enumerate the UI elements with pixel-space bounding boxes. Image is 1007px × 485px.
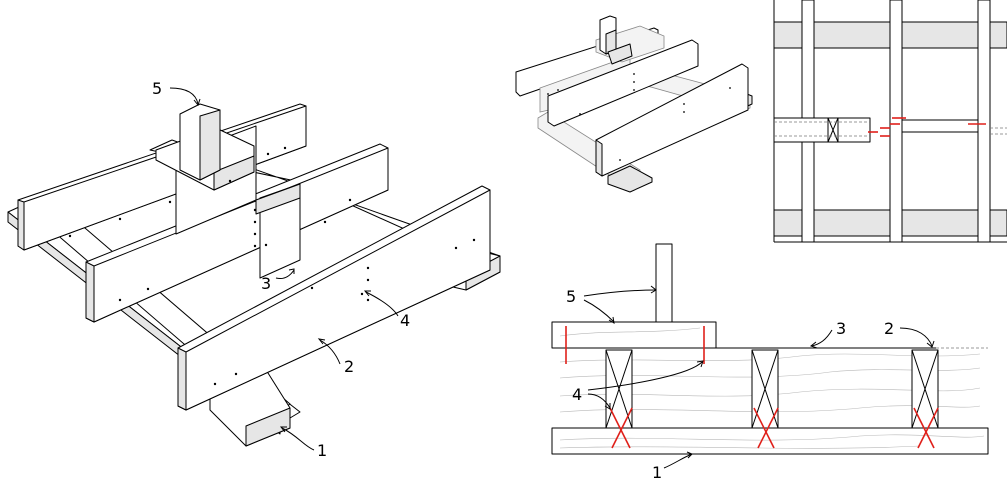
- fastener-dots: [68, 146, 476, 386]
- main-callout-1: 1: [317, 441, 327, 460]
- section-callout-3: 3: [836, 319, 846, 338]
- section-view: 5 3 2 4 1: [551, 243, 989, 482]
- main-isometric-view: 5 3 4 2 1: [7, 79, 501, 460]
- plan-view: [773, 0, 1007, 243]
- main-callout-4: 4: [400, 311, 410, 330]
- main-callout-2: 2: [344, 357, 354, 376]
- post-block-5: [155, 103, 255, 191]
- plan-fastener-marks: [868, 117, 986, 137]
- section-callout-1: 1: [652, 463, 662, 482]
- section-callout-5: 5: [566, 287, 576, 306]
- small-isometric-view: [515, 15, 753, 193]
- main-leaders: [169, 87, 399, 451]
- section-fastener-marks: [565, 326, 939, 449]
- joist-front: [177, 185, 491, 411]
- main-callout-3: 3: [261, 274, 271, 293]
- small-fastener-dots: [547, 73, 731, 161]
- section-callout-4: 4: [572, 385, 582, 404]
- section-callout-2: 2: [884, 319, 894, 338]
- joist-middle: [85, 143, 389, 323]
- main-callout-5: 5: [152, 79, 162, 98]
- section-leaders: [583, 285, 935, 469]
